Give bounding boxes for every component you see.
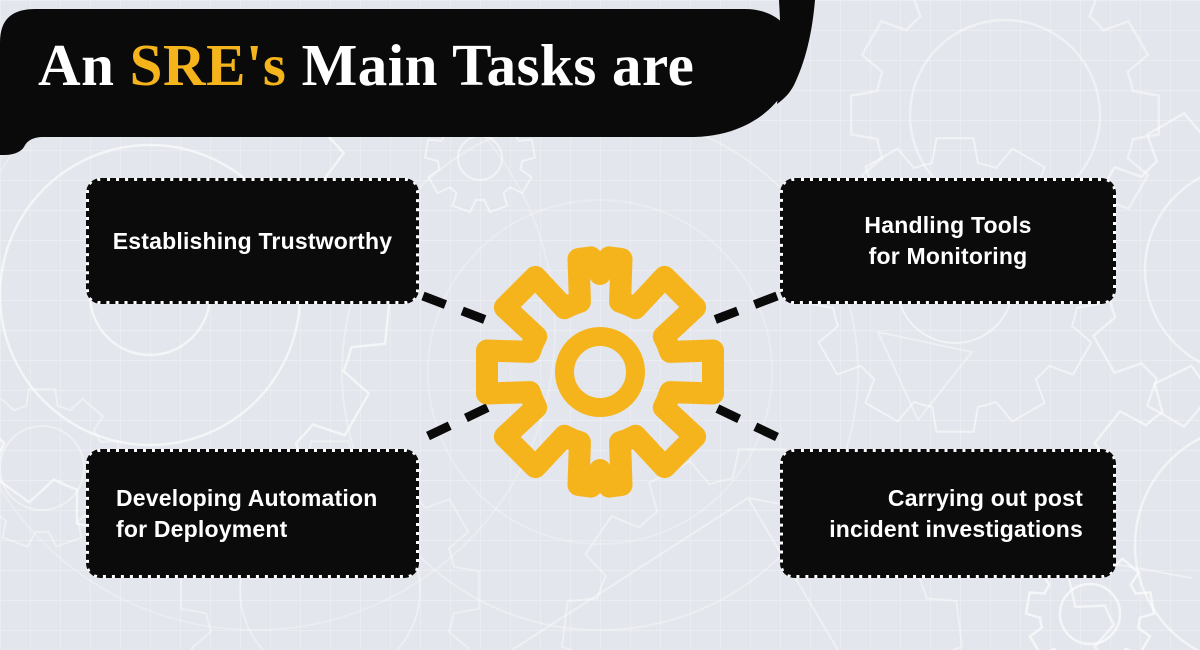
title-highlight: SRE's [129, 32, 287, 98]
gear-icon [476, 246, 724, 498]
task-box-fill: Developing Automation for Deployment [89, 452, 416, 575]
task-label-line: Carrying out post [887, 484, 1083, 511]
task-box-fill: Handling Tools for Monitoring [783, 181, 1113, 301]
page-title: An SRE's Main Tasks are [38, 36, 694, 95]
task-label-line: for Monitoring [868, 243, 1028, 269]
task-box-fill: Carrying out post incident investigation… [783, 452, 1113, 575]
task-label-line: Establishing Trustworthy [112, 227, 393, 254]
connector-top-left [421, 291, 488, 325]
task-box-bottom-left: Developing Automation for Deployment [86, 449, 419, 578]
task-label-line: incident investigations [829, 515, 1083, 542]
banner-swoosh [777, 0, 815, 104]
gear-hub-ring [555, 327, 645, 417]
connector-top-right [712, 291, 779, 325]
task-label-line: for Deployment [116, 515, 288, 542]
task-box-top-left: Establishing Trustworthy [86, 178, 419, 304]
title-suffix: Main Tasks are [286, 32, 695, 98]
task-box-top-right: Handling Tools for Monitoring [780, 178, 1116, 304]
title-prefix: An [38, 32, 130, 98]
task-box-fill: Establishing Trustworthy [89, 181, 416, 301]
connector-bottom-right [710, 401, 779, 442]
task-box-bottom-right: Carrying out post incident investigation… [780, 449, 1116, 578]
task-label-line: Handling Tools [864, 212, 1032, 238]
connector-bottom-left [426, 401, 493, 441]
gear-outline [476, 246, 724, 498]
task-label-line: Developing Automation [116, 484, 378, 511]
